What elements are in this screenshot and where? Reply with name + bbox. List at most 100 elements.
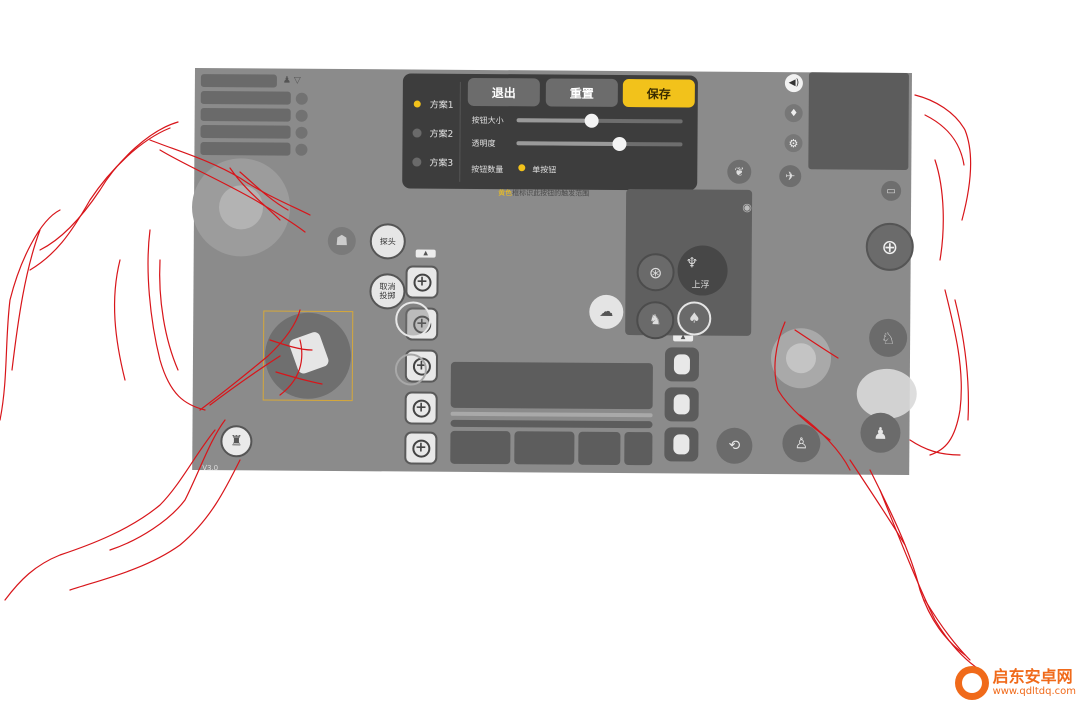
- chat-icon[interactable]: ▭: [881, 180, 902, 201]
- hint-highlight: 黄色: [498, 189, 513, 198]
- speaker-icon[interactable]: ◀): [784, 74, 803, 93]
- settings-gear-icon[interactable]: ⚙: [784, 134, 803, 153]
- scheme-option-3[interactable]: 方案3: [412, 156, 453, 169]
- button-count-label: 按钮数量: [471, 164, 504, 175]
- add-button[interactable]: +: [404, 391, 438, 425]
- hint-text: 框标识此按钮的触发范围: [512, 189, 590, 198]
- backpack-icon[interactable]: ♜: [220, 425, 253, 458]
- item-slot-3[interactable]: [578, 431, 621, 465]
- diver-icon: ♆: [685, 255, 699, 272]
- scroll-up-arrow-icon[interactable]: ▲: [415, 249, 436, 258]
- peek-button[interactable]: 探头: [369, 223, 406, 260]
- glow-highlight: [856, 368, 917, 420]
- float-up-label: 上浮: [691, 280, 710, 291]
- crouch-icon[interactable]: ♙: [782, 424, 821, 463]
- weapon-slot-main[interactable]: [450, 361, 653, 410]
- steering-wheel-icon[interactable]: ⊛: [636, 253, 675, 292]
- seat-icon[interactable]: ♞: [636, 301, 675, 340]
- fire-icon: [785, 343, 817, 374]
- cancel-throw-button[interactable]: 取消 投掷: [369, 273, 406, 310]
- reset-button[interactable]: 重置: [545, 78, 618, 107]
- fire-button-right[interactable]: [770, 328, 832, 389]
- radio-selected-icon: [413, 100, 421, 108]
- layout-settings-panel: 方案1 方案2 方案3 退出 重置 保存 按钮大小 透明度: [402, 73, 698, 191]
- watermark-name: 启东安卓网: [992, 667, 1073, 686]
- health-bar: [450, 419, 653, 429]
- teammate-bar-3: [200, 125, 291, 139]
- teammate-status-icon: [295, 143, 308, 156]
- single-button-option[interactable]: 单按钮: [532, 165, 557, 175]
- save-button[interactable]: 保存: [622, 78, 695, 108]
- scheme-label: 方案3: [429, 158, 454, 169]
- add-button[interactable]: +: [405, 265, 439, 299]
- cancel-throw-label: 取消 投掷: [379, 282, 396, 301]
- swim-icon[interactable]: ☁: [589, 294, 624, 329]
- plus-icon: +: [411, 439, 430, 458]
- opacity-slider[interactable]: [516, 136, 683, 152]
- movement-joystick-base[interactable]: [191, 157, 291, 257]
- teammate-bar-2: [200, 108, 291, 122]
- team-header-bar: [200, 74, 277, 88]
- watermark-logo-icon: [954, 666, 989, 700]
- grenade-slot-3[interactable]: [664, 427, 699, 462]
- peek-label: 探头: [379, 236, 396, 246]
- mic-small-icon: ♟ ▽: [282, 75, 301, 86]
- teammate-status-icon: [295, 92, 308, 105]
- grenade-icon: [673, 354, 691, 375]
- divider: [459, 81, 461, 182]
- trigger-range-hint: 黄色框标识此按钮的触发范围: [498, 188, 589, 199]
- opacity-label: 透明度: [471, 138, 496, 149]
- crouch-ring[interactable]: [395, 301, 432, 338]
- slider-knob[interactable]: [612, 136, 627, 152]
- eye-icon[interactable]: ◉: [742, 200, 752, 214]
- item-slot-1[interactable]: [450, 430, 511, 465]
- button-size-label: 按钮大小: [471, 115, 504, 126]
- movement-joystick-knob[interactable]: [218, 185, 264, 230]
- exit-button[interactable]: 退出: [467, 77, 540, 107]
- button-size-slider[interactable]: [516, 113, 683, 128]
- slider-fill: [516, 141, 620, 146]
- jump-ring[interactable]: [394, 353, 428, 386]
- float-up-button[interactable]: ♆ 上浮: [677, 245, 728, 296]
- grenade-icon: [673, 434, 690, 455]
- plus-icon: +: [412, 273, 432, 292]
- fire-joystick-base[interactable]: [264, 312, 352, 400]
- scheme-option-2[interactable]: 方案2: [412, 127, 454, 140]
- fire-hand-icon: [287, 330, 331, 376]
- game-screen: ♟ ▽ 方案1 方案2 方案3 退出 重置 保存: [191, 68, 917, 475]
- slider-fill: [516, 118, 592, 123]
- teammate-bar-4: [200, 142, 291, 156]
- plus-icon: +: [412, 399, 431, 418]
- aim-scope-icon[interactable]: ⊕: [865, 222, 914, 272]
- watermark-url: www.qdltdq.com: [992, 686, 1076, 697]
- reload-icon[interactable]: ⟲: [716, 427, 753, 464]
- minimap[interactable]: [808, 72, 909, 170]
- teammate-status-icon: [295, 126, 308, 139]
- microphone-icon[interactable]: ♦: [784, 104, 803, 123]
- peek-left-icon[interactable]: ☗: [327, 226, 356, 256]
- scheme-option-1[interactable]: 方案1: [413, 98, 454, 111]
- radio-selected-icon[interactable]: [518, 164, 526, 172]
- item-slot-4[interactable]: [624, 432, 653, 466]
- slider-knob[interactable]: [584, 113, 599, 128]
- ammo-bar: [450, 411, 653, 418]
- prone-icon[interactable]: ♟: [860, 412, 901, 453]
- scheme-label: 方案1: [429, 100, 454, 111]
- radio-icon: [412, 157, 422, 167]
- leaf-icon[interactable]: ❦: [727, 159, 752, 184]
- item-slot-2[interactable]: [514, 431, 575, 465]
- version-label: V3.0: [202, 464, 219, 473]
- scheme-label: 方案2: [429, 129, 454, 140]
- watermark: 启东安卓网 www.qdltdq.com: [954, 666, 1076, 700]
- grenade-icon: [673, 394, 690, 415]
- add-button[interactable]: +: [404, 431, 438, 465]
- grenade-slot-1[interactable]: [664, 347, 700, 382]
- radio-icon: [412, 128, 422, 138]
- teammate-bar-1: [200, 91, 291, 105]
- jump-icon[interactable]: ♘: [869, 318, 908, 357]
- run-icon[interactable]: ✈: [779, 165, 802, 188]
- teammate-status-icon: [295, 109, 308, 122]
- grenade-slot-2[interactable]: [664, 387, 699, 422]
- lungs-icon[interactable]: ♠: [677, 301, 712, 336]
